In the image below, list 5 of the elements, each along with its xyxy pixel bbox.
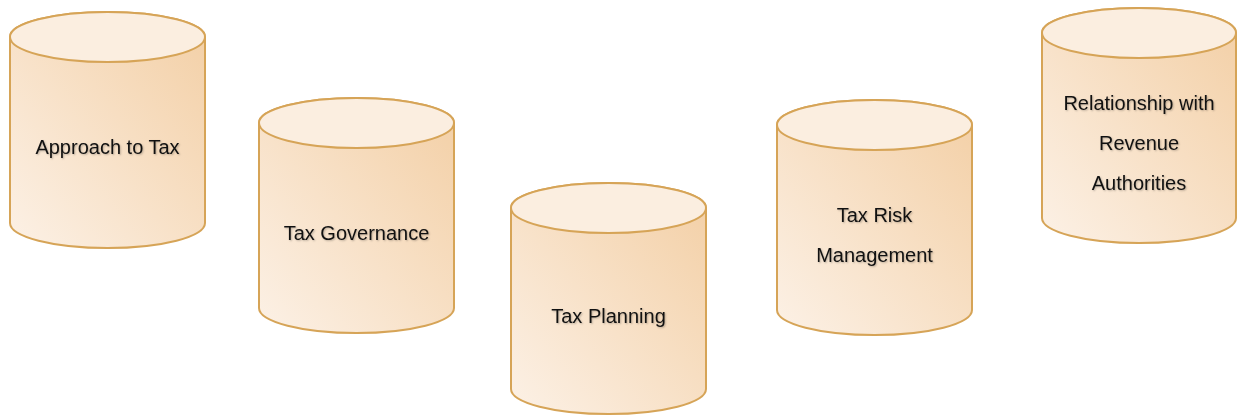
cylinder-label: Tax Risk Management bbox=[815, 202, 934, 268]
cylinder-label: Tax Planning bbox=[551, 303, 666, 329]
cylinder-label: Approach to Tax bbox=[35, 135, 180, 160]
cylinder-label: Tax Governance bbox=[283, 220, 430, 246]
cylinder-label: Relationship with Revenue Authorities bbox=[1062, 90, 1216, 196]
